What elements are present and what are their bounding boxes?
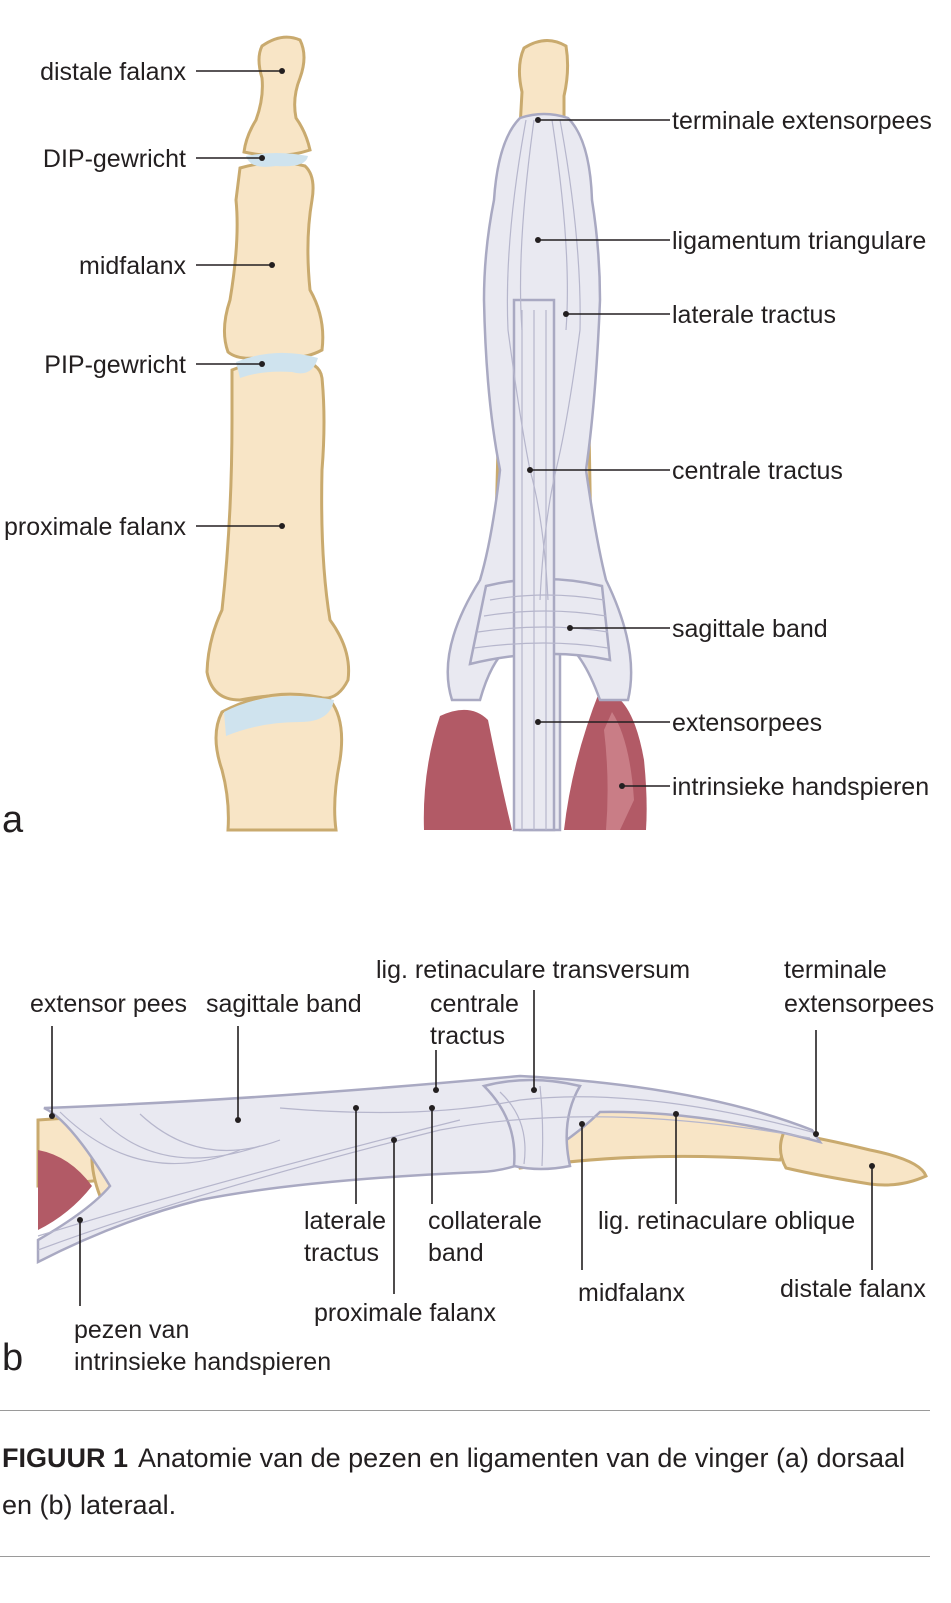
label-distal-phalanx: distale falanx [40,58,186,86]
label-extensor-tendon: extensorpees [672,709,822,737]
label-b-middle-phalanx: midfalanx [578,1279,685,1307]
label-middle-phalanx: midfalanx [79,252,186,280]
panel-b-lateral-finger [36,1074,928,1265]
label-b-proximal-phalanx: proximale falanx [314,1299,497,1327]
label-b-distal-phalanx: distale falanx [780,1275,926,1303]
label-sagittal-band: sagittale band [672,615,828,643]
label-intrinsic-muscles: intrinsieke handspieren [672,773,929,801]
proximal-phalanx-bone [205,358,351,702]
intrinsic-muscle-highlight [604,712,634,830]
label-b-terminal-extensor-line2: extensorpees [784,990,934,1018]
label-b-lateral-tract-line2: tractus [304,1239,379,1267]
label-b-terminal-extensor-line1: terminale [784,956,887,984]
label-b-lateral-tract-line1: laterale [304,1207,386,1235]
label-dip-joint: DIP-gewricht [43,145,186,173]
panel-a-tendon-finger [423,39,647,832]
panel-a-letter: a [2,799,24,841]
label-b-collateral-band-line1: collaterale [428,1207,542,1235]
lateral-intrinsic-muscle [38,1150,92,1230]
caption-bottom-rule [0,1556,930,1557]
label-lateral-tract: laterale tractus [672,301,836,329]
label-central-tract: centrale tractus [672,457,843,485]
caption-label: FIGUUR 1 [2,1443,129,1473]
label-b-central-tract-line2: tractus [430,1022,505,1050]
intrinsic-muscle-right [564,690,647,830]
panel-b-labels: extensor pees sagittale band lig. retina… [2,956,934,1379]
label-b-transverse-retinacular: lig. retinaculare transversum [376,956,690,984]
pip-joint-cartilage [236,352,318,378]
label-triangular-ligament: ligamentum triangulare [672,227,926,255]
label-b-extensor-tendon: extensor pees [30,990,187,1018]
caption-top-rule [0,1410,930,1411]
lateral-distal-phalanx [779,1130,928,1187]
label-b-intrinsic-tendons-line2: intrinsieke handspieren [74,1348,331,1376]
label-pip-joint: PIP-gewricht [44,351,186,379]
label-b-collateral-band-line2: band [428,1239,484,1267]
label-terminal-extensor: terminale extensorpees [672,107,932,135]
middle-phalanx-bone [223,160,325,360]
panel-a-leaders [196,68,670,789]
mcp-joint-cartilage [224,696,334,736]
caption-text: Anatomie van de pezen en ligamenten van … [2,1443,905,1520]
distal-phalanx-bone [242,35,312,158]
label-b-sagittal-band: sagittale band [206,990,362,1018]
panel-b-leaders [49,990,875,1306]
panel-a-bone-finger [205,35,351,832]
label-b-oblique-retinacular: lig. retinaculare oblique [598,1207,855,1235]
panel-a-labels: distale falanx DIP-gewricht midfalanx PI… [2,58,932,841]
label-b-central-tract-line1: centrale [430,990,519,1018]
label-proximal-phalanx: proximale falanx [4,513,187,541]
panel-b-letter: b [2,1337,23,1379]
tendon-view-distal-phalanx [517,39,570,130]
label-b-intrinsic-tendons-line1: pezen van [74,1316,189,1344]
intrinsic-muscle-left [423,709,512,830]
